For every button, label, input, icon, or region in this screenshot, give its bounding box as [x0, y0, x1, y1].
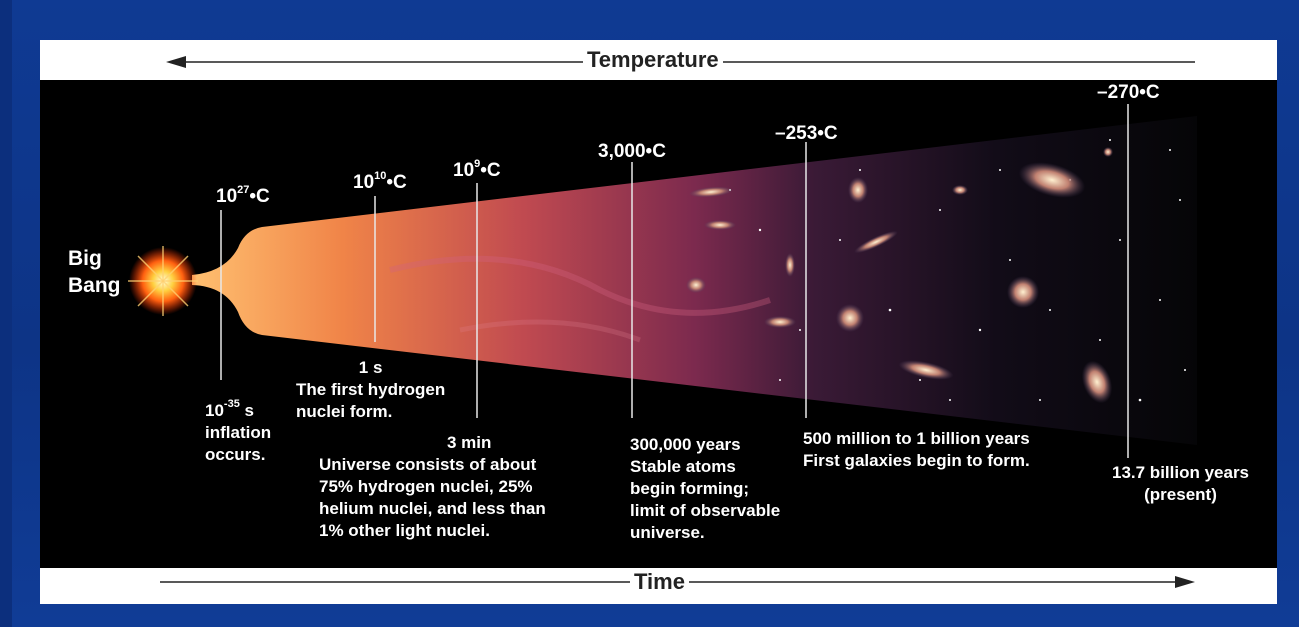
milestone-galaxies: 500 million to 1 billion years First gal… — [803, 429, 1030, 470]
milestone-present: 13.7 billion years (present) — [1112, 463, 1250, 504]
time-axis-band: Time — [40, 568, 1277, 604]
temp-label-one-second: 1010•C — [353, 170, 407, 194]
universe-timeline-panel: Big Bang 1027•C 1010•C 109•C 3,000•C –25… — [40, 80, 1277, 568]
milestone-inflation: 10-35 s inflation occurs. — [205, 398, 272, 465]
temp-label-three-min: 109•C — [453, 158, 501, 182]
milestone-lines — [220, 104, 1129, 458]
universe-expansion-diagram — [128, 104, 1197, 458]
big-bang-label: Big Bang — [68, 245, 121, 299]
big-bang-label-line1: Big — [68, 247, 102, 270]
temperature-axis-band: Temperature — [40, 40, 1277, 80]
galaxies — [686, 147, 1113, 404]
big-bang-burst — [128, 246, 198, 316]
milestone-inflation-time: 10-35 s — [205, 398, 255, 421]
slide-edge — [0, 0, 12, 627]
temp-label-galaxies: –253•C — [775, 123, 838, 144]
milestone-hydrogen: 1 s The first hydrogen nuclei form. — [296, 358, 446, 421]
time-axis-label: Time — [630, 569, 689, 595]
temp-label-atoms: 3,000•C — [598, 141, 666, 162]
temp-label-inflation: 1027•C — [216, 184, 270, 208]
big-bang-label-line2: Bang — [68, 274, 121, 297]
temp-label-present: –270•C — [1097, 82, 1160, 103]
milestone-atoms: 300,000 years Stable atoms begin forming… — [630, 435, 781, 542]
temperature-axis-label: Temperature — [583, 47, 723, 73]
milestone-helium: 3 min Universe consists of about 75% hyd… — [319, 433, 546, 540]
